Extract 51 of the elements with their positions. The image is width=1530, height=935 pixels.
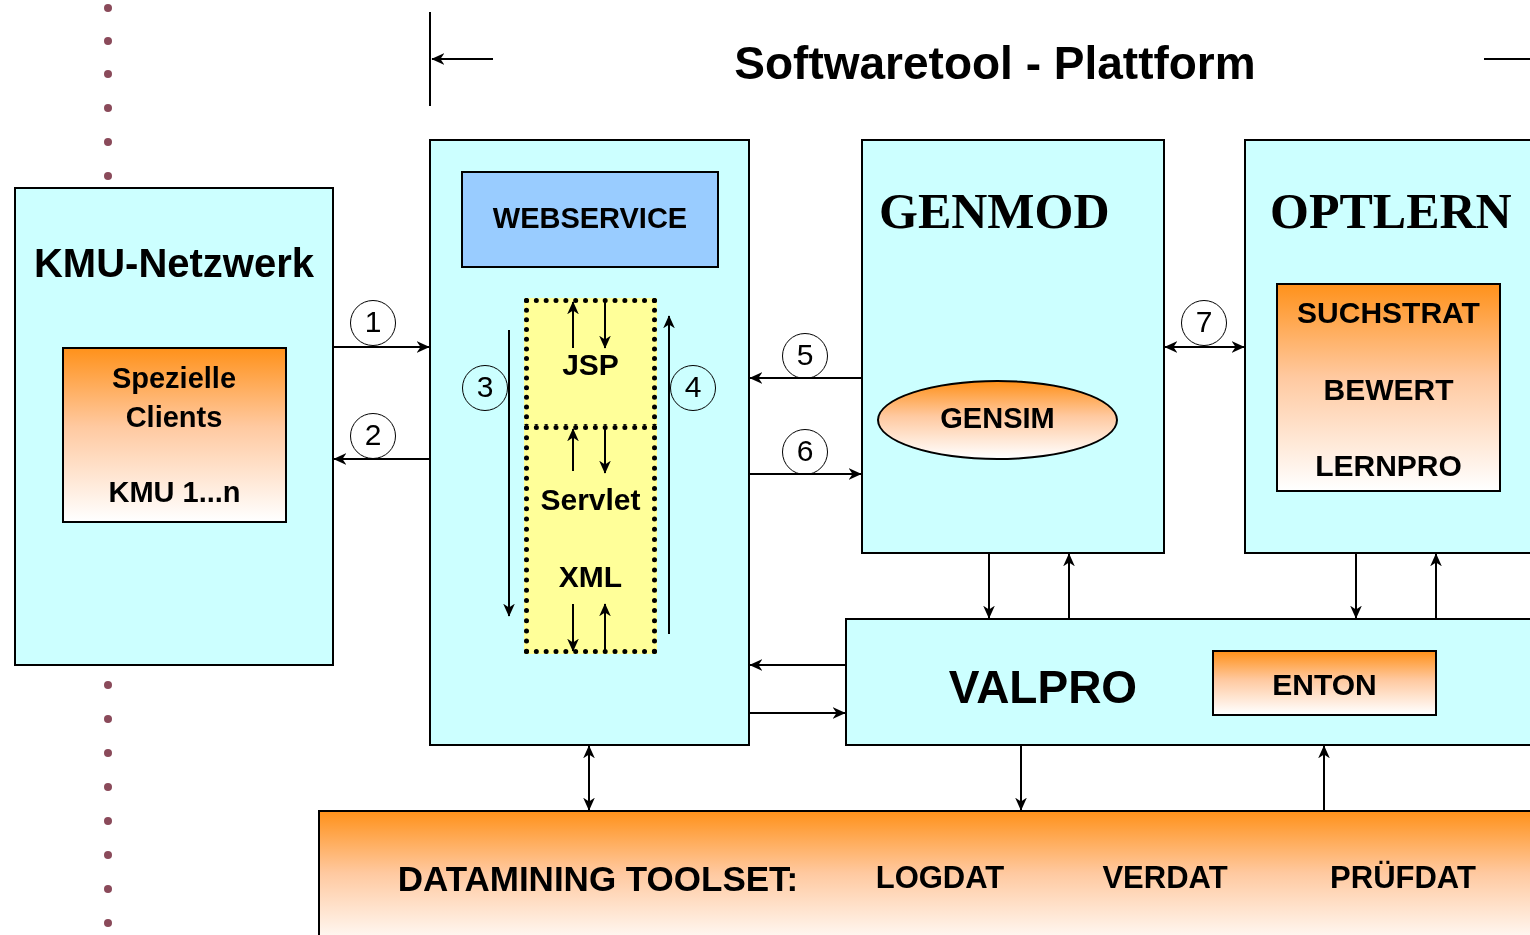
arrow	[1164, 341, 1245, 353]
arrow	[749, 659, 846, 671]
empty-box	[429, 139, 750, 746]
arrow	[567, 428, 579, 472]
box-label: LERNPRO	[1314, 448, 1463, 484]
box-label: Spezielle Clients	[110, 361, 238, 436]
arrow	[983, 553, 995, 619]
arrow	[333, 341, 430, 353]
box-label: VALPRO	[947, 660, 1139, 715]
box-label: DATAMINING TOOLSET:	[396, 858, 800, 900]
box-label: LOGDAT	[874, 859, 1006, 897]
arrow	[599, 428, 611, 474]
arrow	[583, 745, 595, 811]
arrow	[1430, 553, 1442, 619]
toolset-bar	[318, 810, 1530, 935]
diagram-title: Softwaretool - Plattform	[733, 36, 1257, 90]
box-label: ENTON	[1271, 667, 1378, 703]
arrow	[599, 301, 611, 349]
network-box	[14, 187, 334, 666]
gradient-box	[1276, 283, 1501, 492]
arrow	[1318, 745, 1330, 811]
module-box	[845, 618, 1530, 746]
arrow	[749, 707, 846, 719]
arrow	[599, 603, 611, 652]
webservice-box	[461, 171, 719, 268]
box-label: GENSIM	[939, 401, 1056, 436]
box-label: Servlet	[539, 482, 642, 518]
box-label: KMU 1...n	[107, 475, 242, 510]
box-label: XML	[557, 559, 624, 595]
dashed-box	[524, 425, 657, 654]
client-box	[62, 347, 287, 523]
module-box	[861, 139, 1165, 554]
box-label: OPTLERN	[1270, 182, 1513, 241]
arrow	[749, 468, 862, 480]
box-label: SUCHSTRAT	[1296, 295, 1481, 331]
box-label: KMU-Netzwerk	[32, 240, 315, 287]
arrow	[1063, 553, 1075, 619]
arrow	[567, 603, 579, 652]
box-label: BEWERT	[1322, 372, 1455, 408]
arrow	[1350, 553, 1362, 619]
arrow	[749, 372, 862, 384]
arrow	[333, 453, 430, 465]
arrow	[1015, 745, 1027, 811]
module-box	[1244, 139, 1530, 554]
box-label: PRÜFDAT	[1329, 859, 1477, 897]
gradient-box	[1212, 650, 1437, 716]
box-label: VERDAT	[1101, 859, 1229, 897]
box-label: WEBSERVICE	[491, 201, 689, 236]
box-label: JSP	[561, 347, 620, 383]
arrow	[567, 301, 579, 349]
box-label: GENMOD	[879, 182, 1111, 241]
